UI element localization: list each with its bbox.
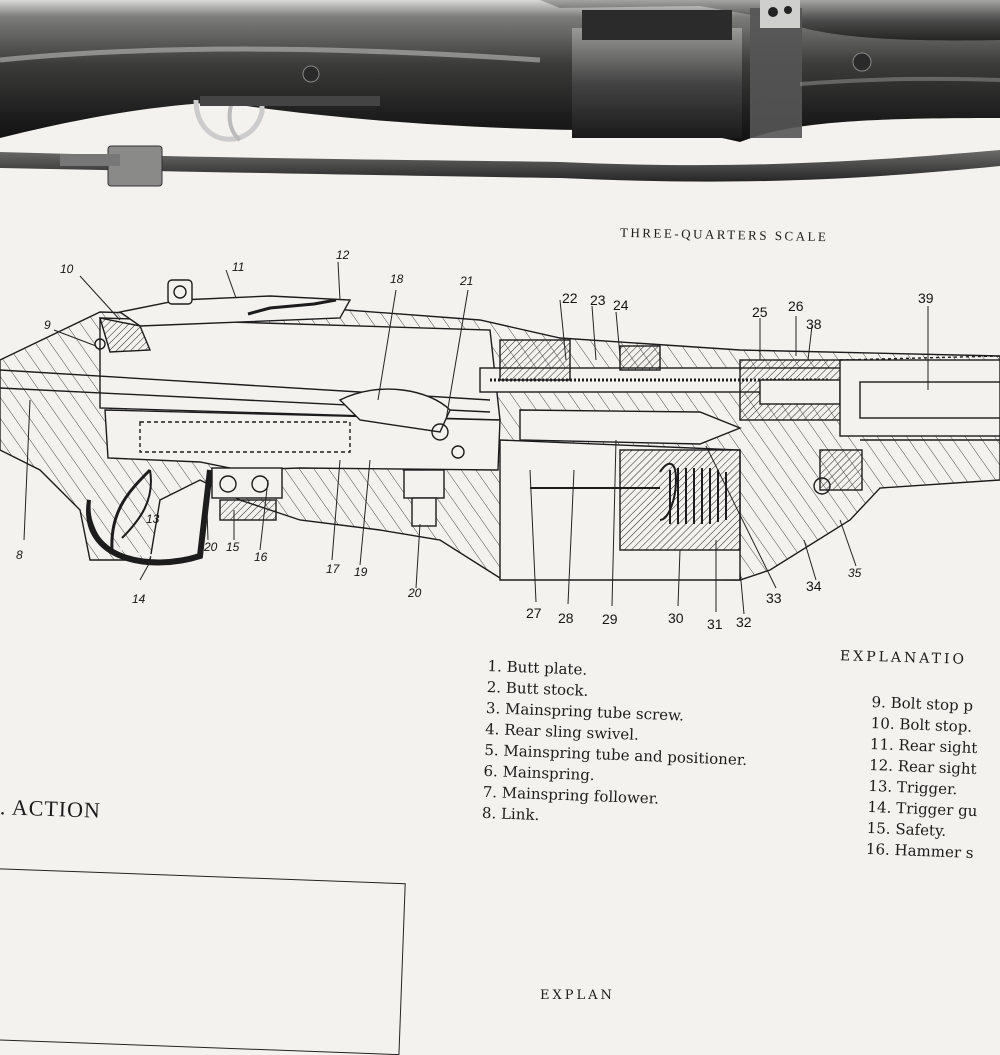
rifle-photograph [0, 0, 1000, 190]
callout-28: 28 [558, 610, 574, 626]
callout-33: 33 [766, 590, 782, 606]
callout-34: 34 [806, 578, 822, 594]
callout-26: 26 [788, 298, 804, 314]
callout-19: 19 [354, 565, 368, 579]
callout-9: 9 [44, 318, 51, 332]
callout-25: 25 [752, 304, 768, 320]
callout-21: 21 [460, 274, 474, 288]
callout-20-left: 20 [204, 540, 218, 554]
callout-23: 23 [590, 292, 606, 308]
callout-14: 14 [132, 592, 146, 606]
callout-12: 12 [336, 248, 350, 262]
callout-29: 29 [602, 611, 618, 627]
callout-27: 27 [526, 605, 542, 621]
callout-13: 13 [146, 512, 160, 526]
callout-18: 18 [390, 272, 404, 286]
callout-15: 15 [226, 540, 240, 554]
parts-list-right: 9. Bolt stop p 10. Bolt stop. 11. Rear s… [866, 692, 982, 864]
callout-20-right: 20 [408, 586, 422, 600]
callout-38: 38 [806, 316, 822, 332]
callout-22: 22 [562, 290, 578, 306]
callout-16: 16 [254, 550, 268, 564]
list-item: 16. Hammer s [865, 839, 974, 863]
rifle-cross-section-diagram [0, 240, 1000, 640]
parts-list-left: 1. Butt plate. 2. Butt stock. 3. Mainspr… [482, 656, 751, 834]
callout-17: 17 [326, 562, 340, 576]
box-sub-heading: EXPLAN [540, 988, 615, 1003]
callout-32: 32 [736, 614, 752, 630]
callout-30: 30 [668, 610, 684, 626]
callout-11: 11 [232, 260, 245, 274]
section-title: . ACTION [0, 794, 102, 823]
callout-35: 35 [848, 566, 862, 580]
explanation-heading: EXPLANATIO [839, 648, 968, 668]
callout-39: 39 [918, 290, 934, 306]
callout-31: 31 [707, 616, 723, 632]
bordered-box [0, 868, 406, 1055]
callout-8: 8 [16, 548, 23, 562]
callout-10: 10 [60, 262, 74, 276]
callout-24: 24 [613, 297, 629, 313]
